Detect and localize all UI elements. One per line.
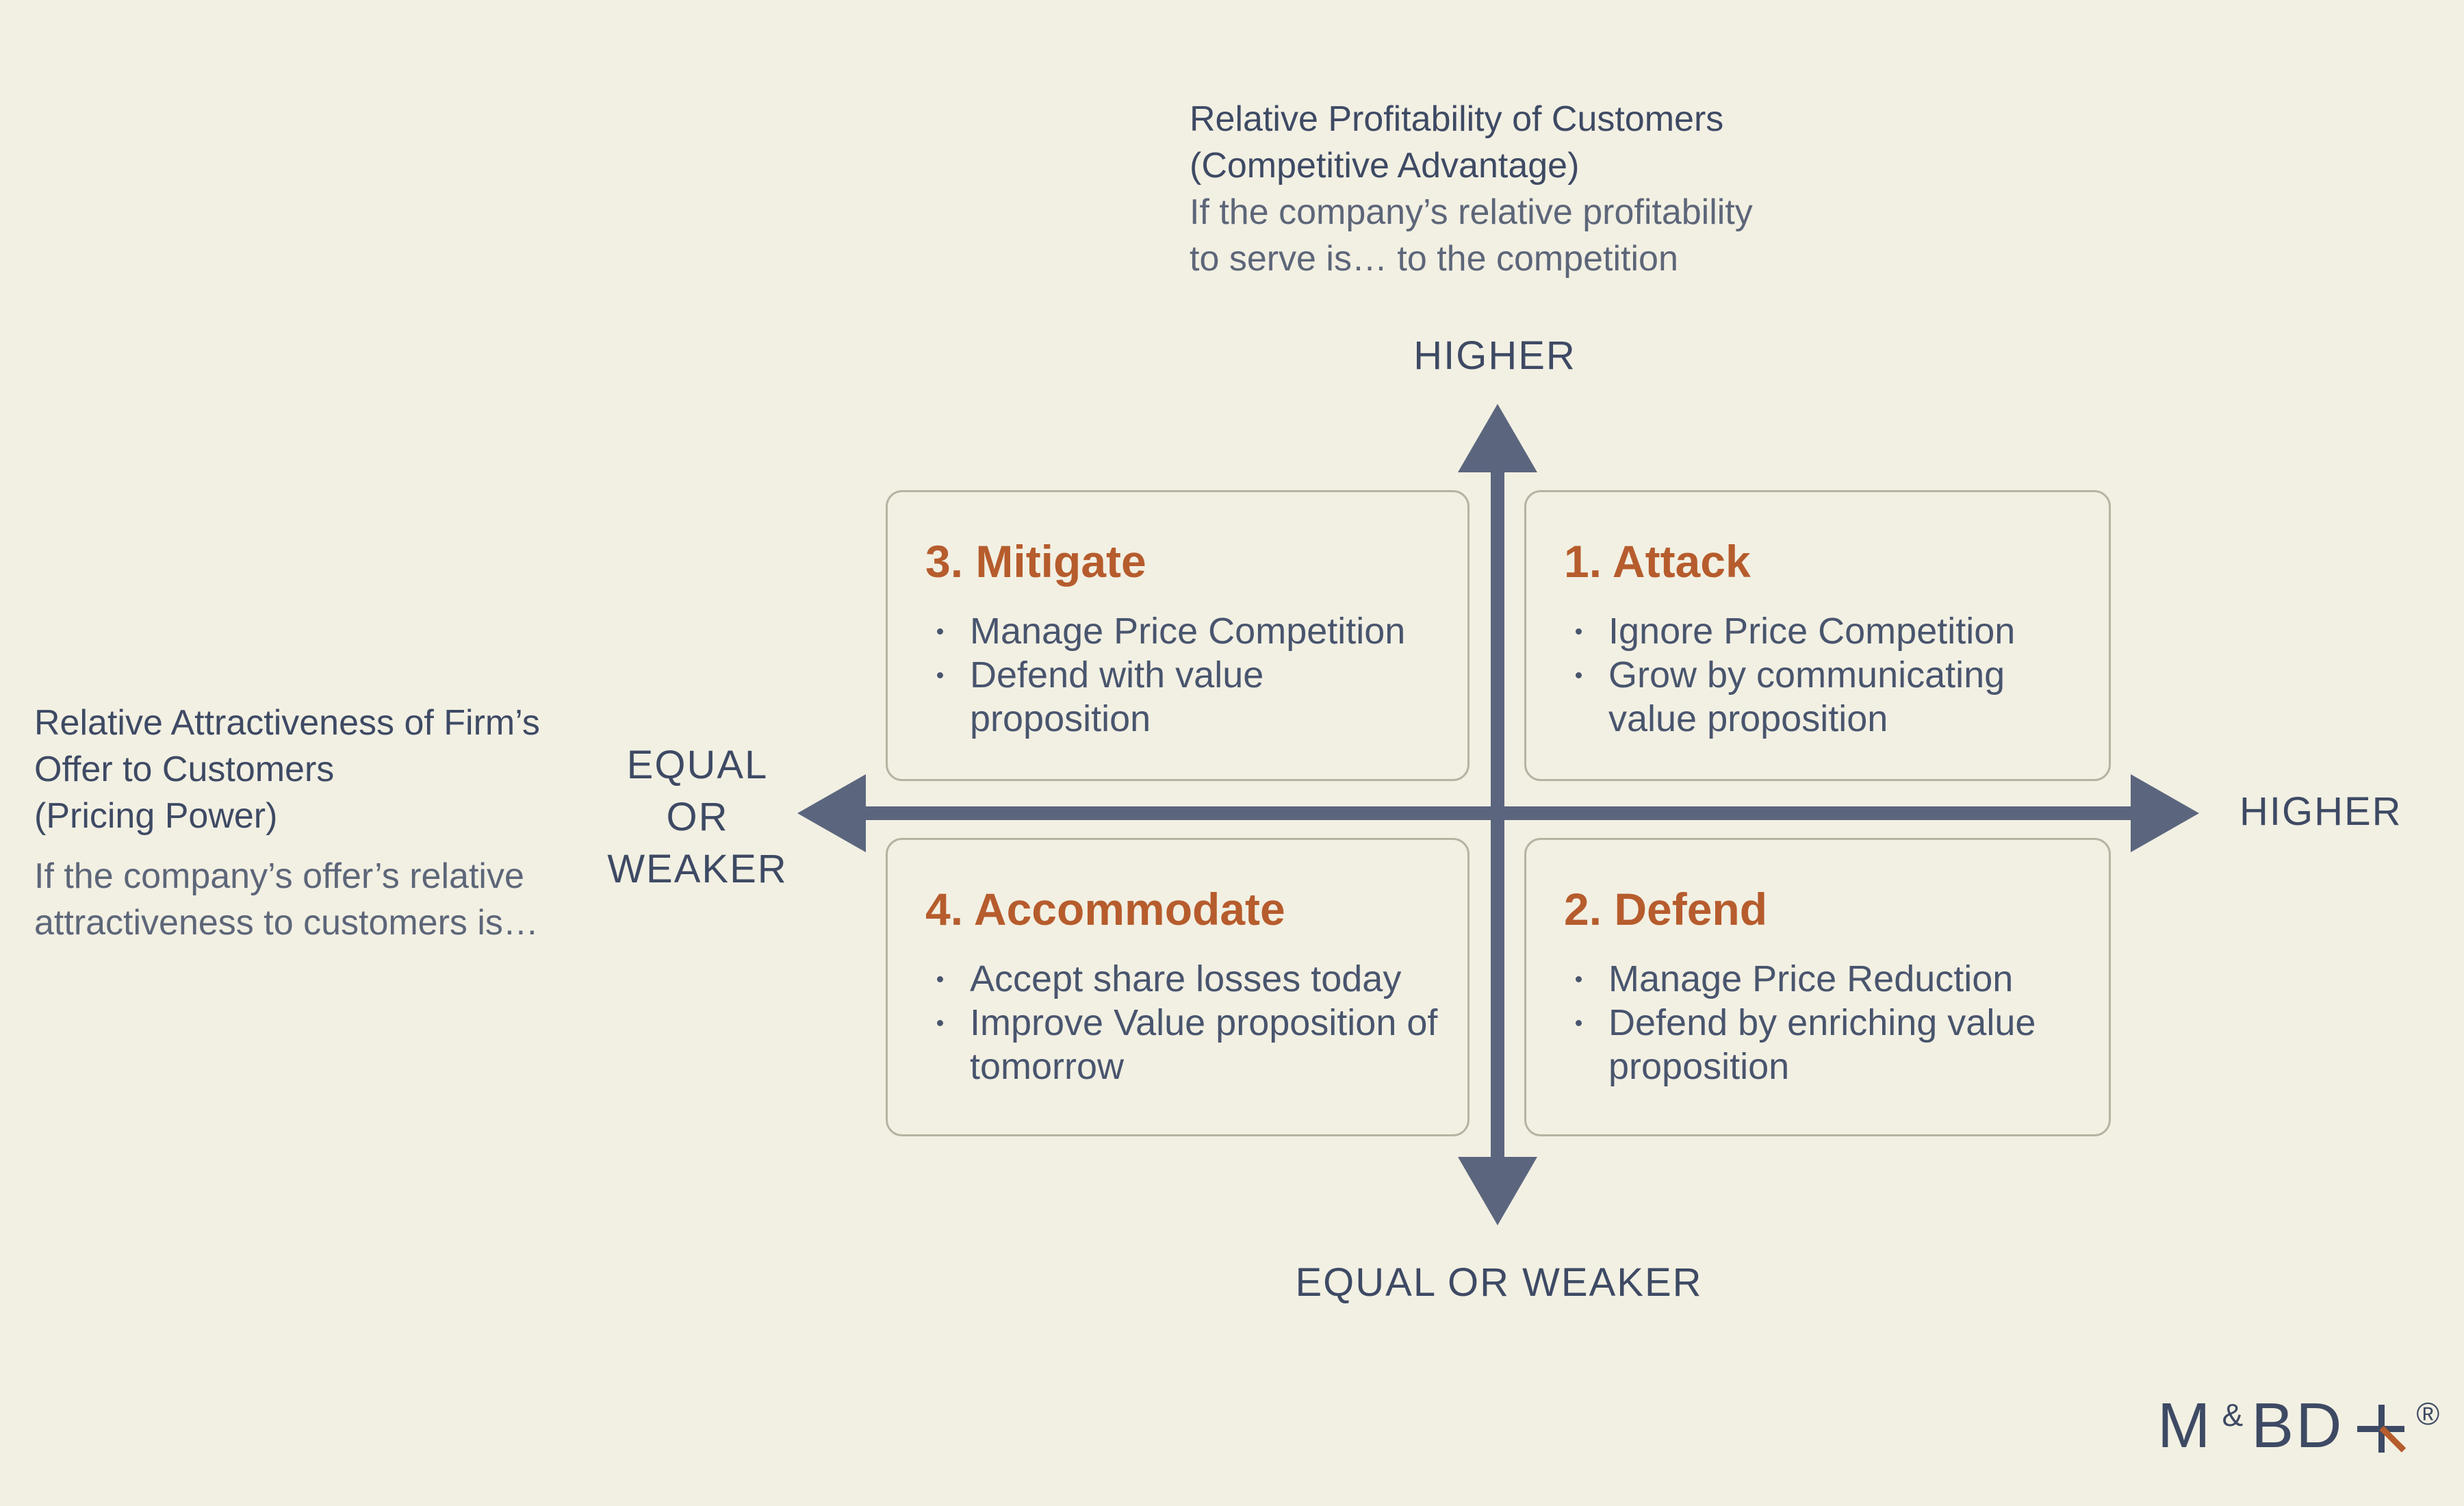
arrowhead-right-icon [2131,774,2199,852]
vertical-axis-bottom-label: EQUAL OR WEAKER [1295,1260,1703,1305]
horizontal-axis-left-label: EQUAL OR WEAKER [595,739,800,895]
horizontal-axis-title-line-2: Offer to Customers [34,750,335,789]
horizontal-axis-title-block: Relative Attractiveness of Firm’s Offer … [34,700,540,946]
bullet-item: Manage Price Reduction [1526,957,2109,1001]
logo-ampersand: & [2222,1397,2244,1433]
horizontal-axis-subtitle-line-1: If the company’s offer’s relative [34,856,524,896]
bullet-item: Improve Value proposition of tomorrow [888,1001,1467,1088]
vertical-axis-subtitle-line-1: If the company’s relative profitability [1190,192,1753,232]
arrowhead-left-icon [797,774,866,852]
vertical-axis-title-line-1: Relative Profitability of Customers [1190,99,1724,139]
logo-plus-icon [2357,1405,2407,1453]
bullet-item: Defend by enriching value proposition [1526,1001,2109,1088]
horizontal-axis-left-label-line-1: EQUAL [626,743,769,787]
arrowhead-up-icon [1458,404,1537,472]
horizontal-axis-line [862,806,2134,820]
quadrant-mitigate: 3. Mitigate Manage Price Competition Def… [886,490,1470,781]
horizontal-axis-subtitle-line-2: attractiveness to customers is… [34,903,539,943]
logo-letters-bd: BD [2251,1390,2344,1461]
quadrant-defend: 2. Defend Manage Price Reduction Defend … [1524,838,2111,1136]
bullet-item: Accept share losses today [888,957,1467,1001]
quadrant-accommodate-bullets: Accept share losses today Improve Value … [888,957,1467,1088]
registered-trademark-icon: ® [2416,1396,2440,1431]
quadrant-defend-title: 2. Defend [1564,884,1768,934]
quadrant-attack-bullets: Ignore Price Competition Grow by communi… [1526,609,2109,741]
horizontal-axis-title-line-3: (Pricing Power) [34,796,278,836]
vertical-axis-title-block: Relative Profitability of Customers (Com… [1190,96,1753,282]
vertical-axis-top-label: HIGHER [1413,333,1576,378]
bullet-item: Defend with value proposition [888,653,1467,741]
horizontal-axis-left-label-line-3: WEAKER [607,847,788,891]
vertical-axis-subtitle-line-2: to serve is… to the competition [1190,239,1678,279]
bullet-item: Ignore Price Competition [1526,609,2109,653]
quadrant-defend-bullets: Manage Price Reduction Defend by enrichi… [1526,957,2109,1088]
quadrant-mitigate-bullets: Manage Price Competition Defend with val… [888,609,1467,741]
mbd-logo: M & BD ® [2157,1394,2439,1457]
quadrant-accommodate-title: 4. Accommodate [925,884,1285,934]
quadrant-attack: 1. Attack Ignore Price Competition Grow … [1524,490,2111,781]
bullet-item: Manage Price Competition [888,609,1467,653]
bullet-item: Grow by communicating value proposition [1526,653,2109,741]
horizontal-axis-title-line-1: Relative Attractiveness of Firm’s [34,703,540,743]
quadrant-accommodate: 4. Accommodate Accept share losses today… [886,838,1470,1136]
quadrant-mitigate-title: 3. Mitigate [925,536,1146,587]
vertical-axis-title-line-2: (Competitive Advantage) [1190,146,1580,186]
quadrant-attack-title: 1. Attack [1564,536,1751,587]
logo-letter-m: M [2157,1390,2213,1461]
spacer [34,839,540,853]
arrowhead-down-icon [1458,1157,1537,1225]
horizontal-axis-right-label: HIGHER [2240,789,2402,834]
horizontal-axis-left-label-line-2: OR [666,795,729,839]
